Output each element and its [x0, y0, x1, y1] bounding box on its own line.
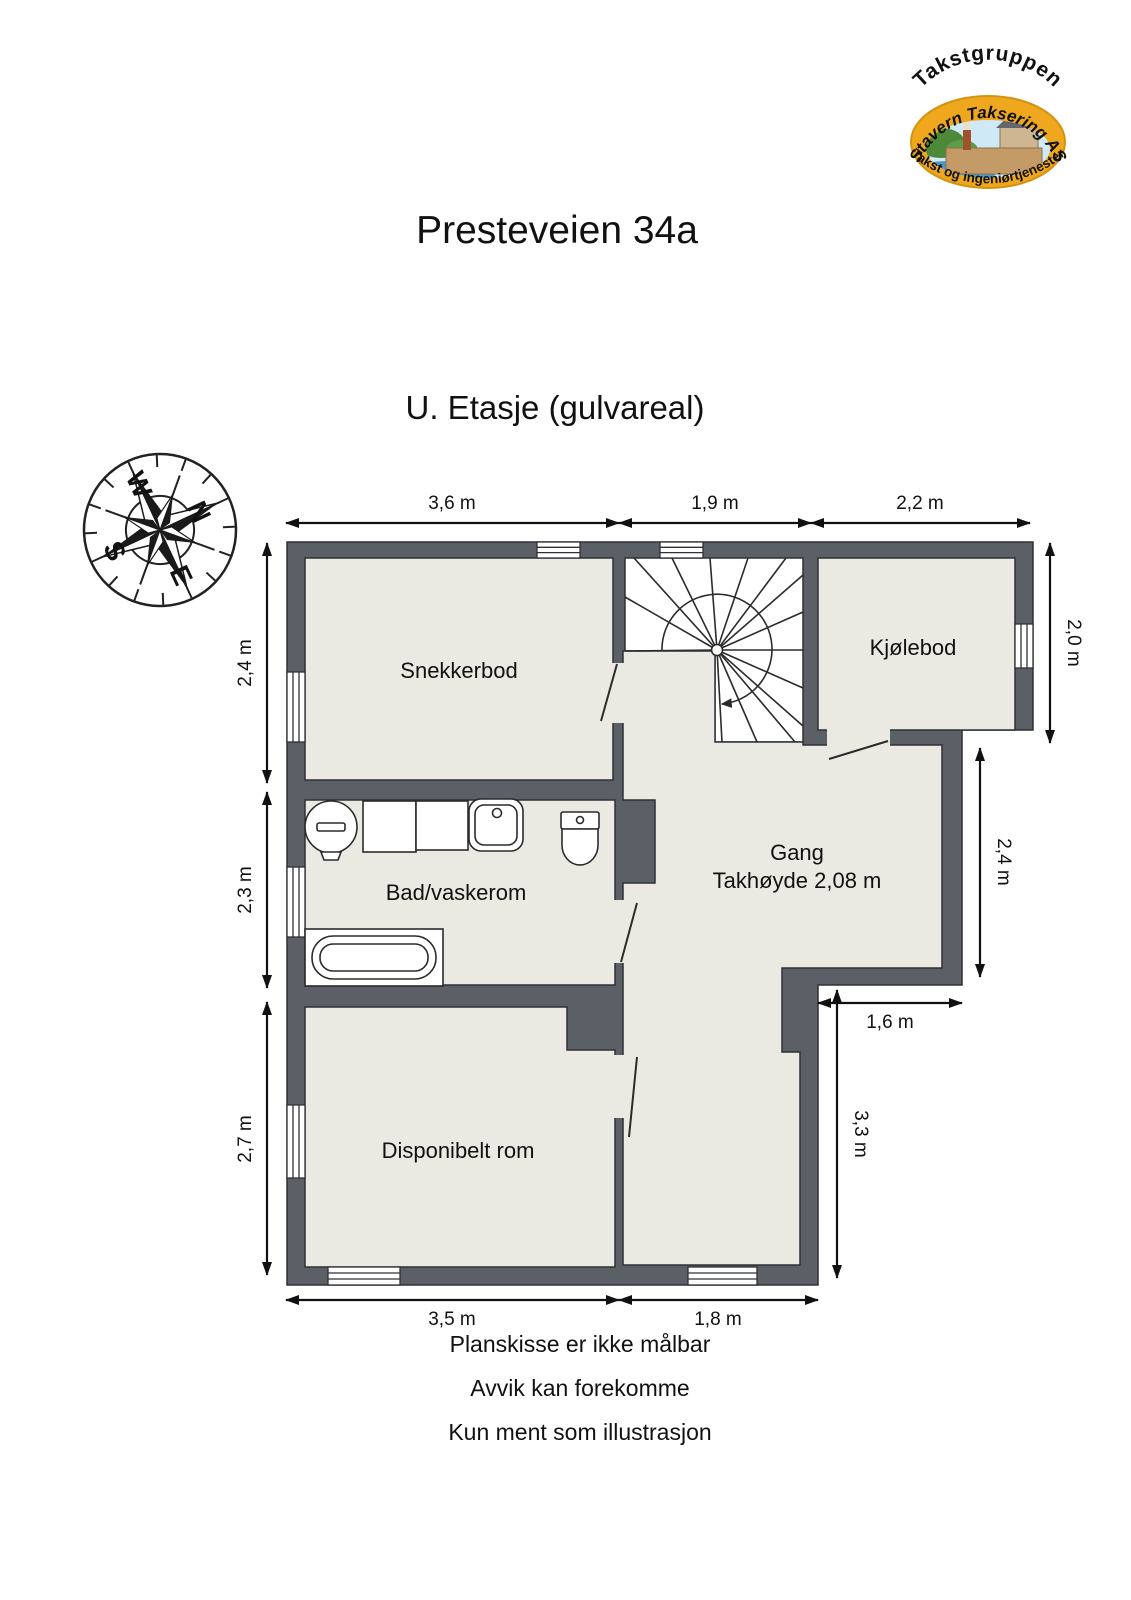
window-disponibelt-bottom — [327, 1266, 401, 1286]
dimension-lines — [262, 518, 1055, 1305]
window-snekkerbod-left — [286, 671, 306, 743]
disclaimer-line-1: Planskisse er ikke målbar — [450, 1331, 711, 1357]
dim-right-1: 2,0 m — [1063, 619, 1084, 667]
window-stair-top — [659, 541, 704, 559]
door-snekkerbod — [600, 663, 627, 723]
dim-inner-1: 1,6 m — [866, 1012, 914, 1033]
counter-unit-1 — [362, 800, 417, 853]
window-bad-left — [286, 866, 306, 938]
dimension-labels: 3,6 m 1,9 m 2,2 m 2,4 m 2,3 m 2,7 m 2,0 … — [235, 493, 1084, 1330]
label-kjolebod: Kjølebod — [870, 635, 957, 660]
label-snekkerbod: Snekkerbod — [400, 658, 517, 683]
disclaimer-line-3: Kun ment som illustrasjon — [448, 1419, 711, 1445]
window-kjolebod-right — [1014, 623, 1034, 669]
room-gang — [622, 650, 943, 1266]
page-title: Presteveien 34a — [416, 209, 698, 252]
compass-rose: N E S W — [82, 452, 238, 608]
dim-left-2: 2,3 m — [235, 866, 256, 914]
room-kjolebod — [817, 557, 1016, 731]
company-logo: Takstgruppen Stavern Taksering AS Takst … — [906, 42, 1071, 189]
compass-star — [101, 471, 219, 589]
counter-unit-2 — [415, 800, 469, 851]
door-bad — [611, 900, 638, 963]
dim-right-2: 2,4 m — [993, 838, 1014, 886]
room-disponibelt — [304, 1006, 616, 1268]
disclaimer: Planskisse er ikke målbar Avvik kan fore… — [448, 1331, 711, 1445]
window-gang-bottom — [687, 1266, 758, 1286]
bathtub — [304, 928, 444, 987]
washing-machine — [304, 800, 358, 861]
dim-left-1: 2,4 m — [235, 639, 256, 687]
dim-top-2: 1,9 m — [691, 493, 739, 514]
dim-top-1: 3,6 m — [428, 493, 476, 514]
label-disponibelt: Disponibelt rom — [382, 1138, 535, 1163]
window-disponibelt-left — [286, 1104, 306, 1179]
stair-treads — [624, 557, 804, 743]
dim-bottom-1: 3,5 m — [428, 1309, 476, 1330]
toilet — [560, 811, 600, 866]
door-disponibelt — [611, 1055, 638, 1138]
label-gang-ceiling-height: Takhøyde 2,08 m — [713, 868, 882, 893]
compass-ticks — [84, 454, 236, 606]
dim-bottom-2: 1,8 m — [694, 1309, 742, 1330]
sink — [468, 798, 524, 852]
stair-newel-post — [710, 643, 724, 657]
dim-right-3: 3,3 m — [850, 1110, 871, 1158]
floor-subtitle: U. Etasje (gulvareal) — [406, 389, 705, 426]
window-snekkerbod-top — [536, 541, 581, 559]
label-bad-vaskerom: Bad/vaskerom — [386, 880, 527, 905]
dim-top-3: 2,2 m — [896, 493, 944, 514]
dim-left-3: 2,7 m — [235, 1115, 256, 1163]
label-gang: Gang — [770, 840, 824, 865]
door-kjolebod — [827, 728, 890, 760]
logo-top-text: Takstgruppen — [909, 42, 1067, 92]
disclaimer-line-2: Avvik kan forekomme — [470, 1375, 689, 1401]
stair-direction-arrow — [661, 593, 773, 708]
